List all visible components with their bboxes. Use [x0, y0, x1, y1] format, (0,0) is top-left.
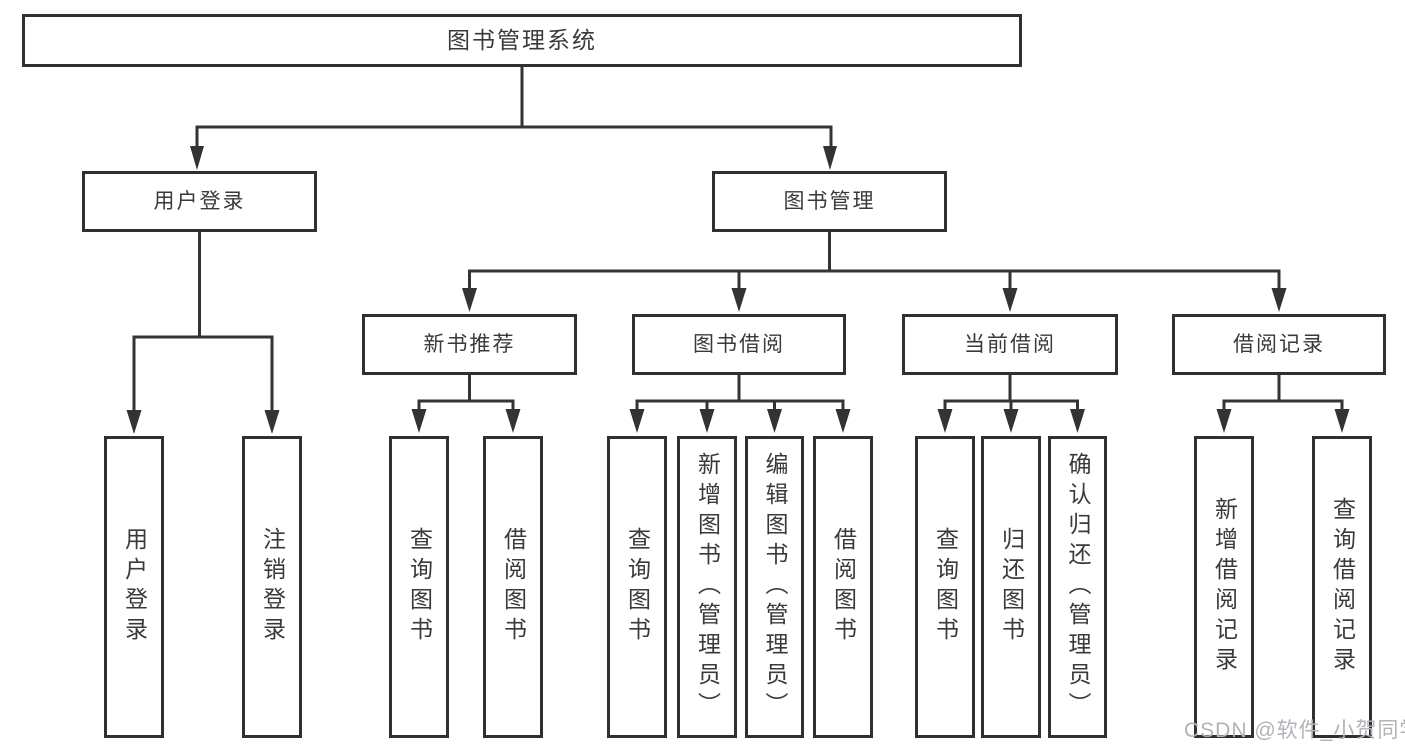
leaf-borrow-books-borrowing: 借阅图书	[813, 436, 873, 738]
node-book-management: 图书管理	[712, 171, 947, 232]
leaf-confirm-return-admin: 确认归还（管理员）	[1048, 436, 1107, 738]
leaf-edit-book-admin: 编辑图书（管理员）	[745, 436, 804, 738]
node-book-borrowing: 图书借阅	[632, 314, 846, 375]
csdn-watermark: CSDN @软件_小贺同学	[1184, 719, 1405, 742]
leaf-user-login: 用户登录	[104, 436, 164, 738]
leaf-query-books-current: 查询图书	[915, 436, 975, 738]
leaf-borrow-books-recommend: 借阅图书	[483, 436, 543, 738]
node-library-system: 图书管理系统	[22, 14, 1022, 67]
leaf-query-books-recommend: 查询图书	[389, 436, 449, 738]
node-new-book-recommend: 新书推荐	[362, 314, 577, 375]
node-borrowing-records: 借阅记录	[1172, 314, 1386, 375]
leaf-query-borrow-record: 查询借阅记录	[1312, 436, 1372, 738]
leaf-logout-login: 注销登录	[242, 436, 302, 738]
node-user-login: 用户登录	[82, 171, 317, 232]
leaf-query-books-borrowing: 查询图书	[607, 436, 667, 738]
leaf-add-borrow-record: 新增借阅记录	[1194, 436, 1254, 738]
leaf-add-book-admin: 新增图书（管理员）	[677, 436, 737, 738]
node-current-borrowing: 当前借阅	[902, 314, 1118, 375]
leaf-return-books: 归还图书	[981, 436, 1041, 738]
